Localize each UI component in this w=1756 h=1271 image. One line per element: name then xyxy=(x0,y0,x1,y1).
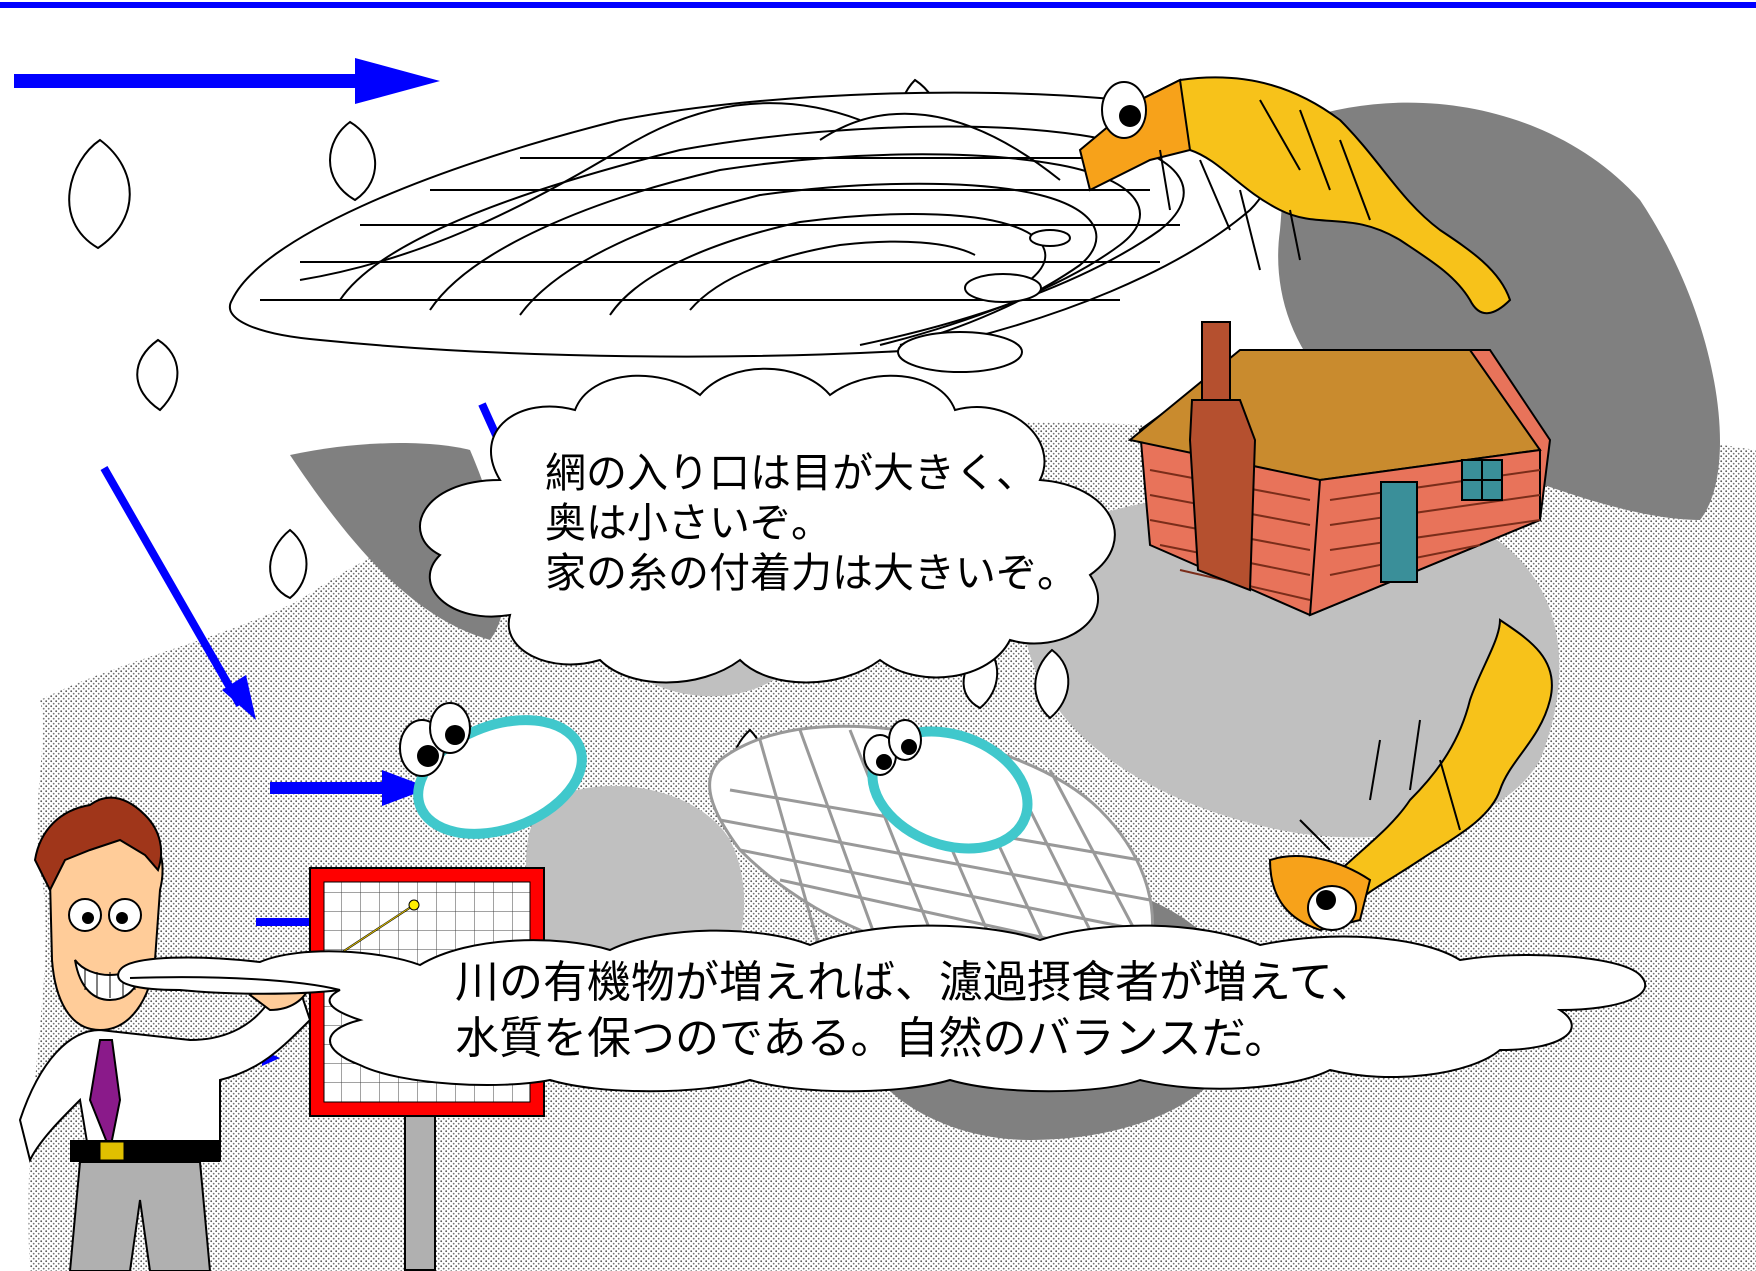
speech-bubble-upper-text: 網の入り口は目が大きく、 奥は小さいぞ。 家の糸の付着力は大きいぞ。 xyxy=(545,448,1078,598)
bubble-lower-line-2: 水質を保つのである。自然のバランスだ。 xyxy=(455,1012,1289,1064)
caddis-net-lower xyxy=(708,719,1155,961)
speech-bubble-lower-tail xyxy=(129,976,341,991)
bubble-upper-line-2: 奥は小さいぞ。 xyxy=(545,499,832,548)
top-rule xyxy=(0,2,1756,8)
speech-bubble-lower-shape xyxy=(117,924,1647,1093)
net-ring-character xyxy=(399,702,587,839)
bubble-upper-line-3: 家の糸の付着力は大きいぞ。 xyxy=(545,549,1078,598)
stone-right-light xyxy=(1023,490,1560,838)
cabin-door xyxy=(1380,481,1418,583)
speech-bubble-upper-shape xyxy=(419,367,1116,684)
chimney xyxy=(1201,321,1231,403)
bubble-lower-line-1: 川の有機物が増えれば、濾過摂食者が増えて、 xyxy=(455,957,1375,1008)
log-cabin xyxy=(1127,321,1552,617)
current-arrows xyxy=(14,58,509,1066)
speech-bubble-lower-text: 川の有機物が増えれば、濾過摂食者が増えて、 水質を保つのである。自然のバランスだ… xyxy=(455,955,1375,1067)
caddisfly-larva-lower xyxy=(1268,618,1553,932)
caddisfly-larva-upper xyxy=(1078,76,1512,315)
bubble-upper-line-1: 網の入り口は目が大きく、 xyxy=(545,449,1037,497)
